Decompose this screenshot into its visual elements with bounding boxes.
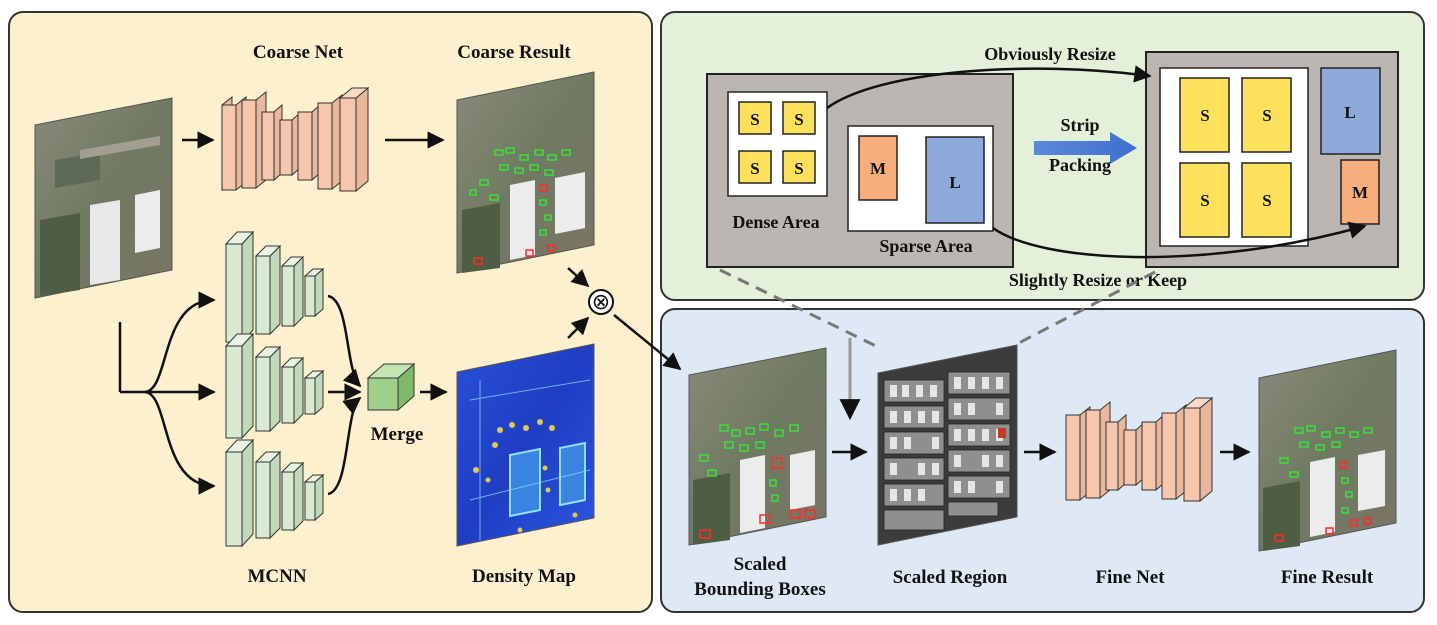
scaled-bboxes-label-2: Bounding Boxes [694, 579, 825, 600]
arrow-density-to-multiply [567, 316, 590, 339]
mcnn-column-top [224, 230, 325, 344]
slightly-resize-label: Slightly Resize or Keep [1009, 270, 1187, 290]
multiply-node [588, 289, 614, 315]
strip-label: Strip [1060, 115, 1099, 135]
sparse-area-label: Sparse Area [879, 236, 972, 256]
packing-label: Packing [1049, 155, 1111, 175]
mcnn-to-merge-arrows [327, 294, 362, 496]
slightly-resize-curve [992, 221, 1367, 259]
multiply-symbol: ⊗ [592, 290, 610, 315]
packed-l-label: L [1344, 103, 1355, 122]
mcnn-column-middle [224, 332, 325, 440]
dense-s-label-1: S [750, 110, 759, 129]
packed-s-label-1: S [1200, 106, 1209, 125]
scaled-region-image [877, 344, 1018, 546]
dense-area-label: Dense Area [732, 212, 819, 232]
sparse-large-box [925, 136, 985, 224]
packed-small-boxes [1179, 77, 1292, 238]
coarse-result-label: Coarse Result [457, 42, 571, 63]
scaled-bboxes-image [688, 347, 827, 546]
packed-s-label-4: S [1262, 191, 1271, 210]
obviously-resize-curve [826, 65, 1152, 110]
fine-result-image [1258, 349, 1397, 552]
sparse-l-label: L [949, 173, 960, 192]
strip-packing-arrow [1034, 132, 1137, 164]
mcnn-column-bottom [224, 438, 325, 548]
arrow-multiply-to-scaled [613, 314, 682, 371]
sparse-medium-box [858, 135, 898, 201]
input-image [34, 97, 173, 299]
dense-s-label-3: S [750, 159, 759, 178]
dense-s-label-2: S [794, 110, 803, 129]
fine-net-label: Fine Net [1095, 567, 1165, 588]
scaled-region-label: Scaled Region [893, 567, 1008, 588]
coarse-result-image [456, 71, 595, 274]
mcnn-label: MCNN [247, 566, 306, 587]
arrow-result-to-multiply [567, 267, 590, 288]
coarse-net-blocks [221, 86, 370, 193]
packed-s-label-3: S [1200, 191, 1209, 210]
packed-s-label-2: S [1262, 106, 1271, 125]
obviously-resize-label: Obviously Resize [984, 44, 1116, 64]
scaled-bboxes-label-1: Scaled [734, 554, 787, 575]
density-map-image [456, 343, 595, 547]
coarse-net-label: Coarse Net [253, 42, 344, 63]
merge-label: Merge [371, 424, 424, 445]
packed-large-box [1320, 67, 1381, 155]
mcnn-branch-lines [118, 291, 216, 495]
dense-small-boxes [738, 101, 816, 184]
packed-m-label: M [1352, 183, 1368, 202]
dashed-connectors [719, 268, 1156, 349]
fine-result-label: Fine Result [1281, 567, 1374, 588]
fine-net-blocks [1065, 396, 1214, 503]
density-map-label: Density Map [472, 566, 576, 587]
dense-s-label-4: S [794, 159, 803, 178]
sparse-m-label: M [870, 159, 886, 178]
merge-block [366, 362, 416, 412]
